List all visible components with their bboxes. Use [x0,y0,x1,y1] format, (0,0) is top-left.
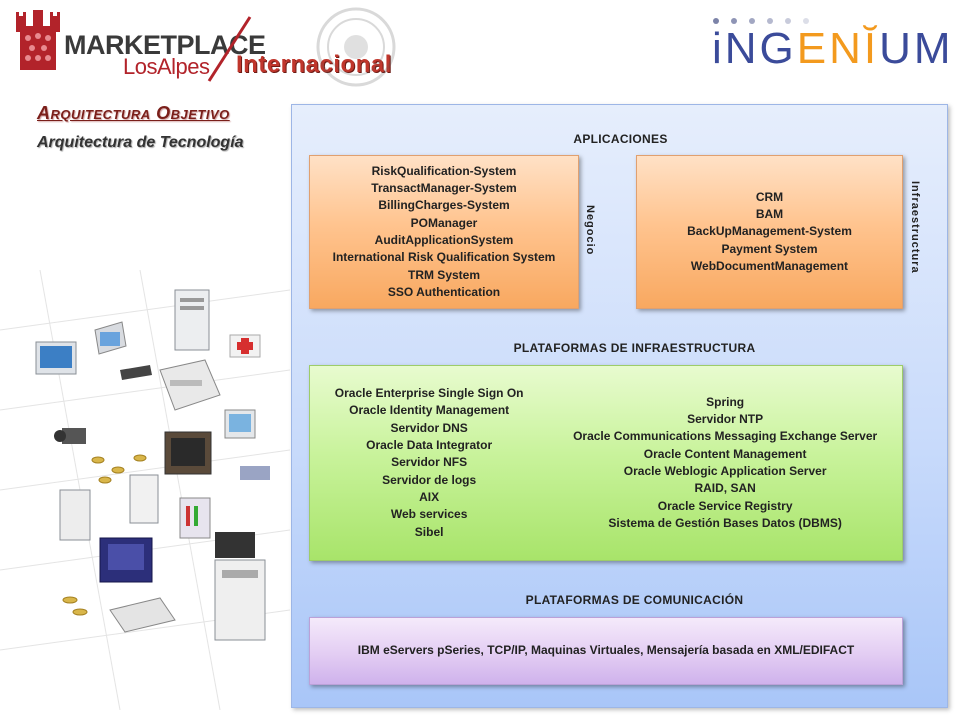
platform-item: Servidor NFS [391,455,468,470]
platform-item: Servidor DNS [390,420,468,435]
platform-item: Oracle Communications Messaging Exchange… [573,429,878,444]
communication-platforms-box: IBM eServers pSeries, TCP/IP, Maquinas V… [309,617,903,685]
section-title-plataformas-infraestructura: PLATAFORMAS DE INFRAESTRUCTURA [513,341,756,355]
infrastructure-platforms-box: Oracle Enterprise Single Sign On Oracle … [309,365,903,561]
infraestructura-label: Infraestructura [909,181,921,274]
seal-watermark-icon [316,7,396,87]
infra-item: BAM [755,207,784,222]
infra-item: Payment System [721,241,818,256]
platform-item: AIX [419,489,440,504]
platform-item: Sistema de Gestión Bases Datos (DBMS) [608,515,842,530]
platform-item: RAID, SAN [694,481,756,496]
platform-item: Oracle Service Registry [657,498,793,513]
platform-item: Oracle Weblogic Application Server [623,464,827,478]
marketplace-subtitle: LosAlpes [123,54,210,79]
platform-item: Oracle Content Management [643,446,807,461]
platform-item: Servidor de logs [382,472,477,487]
ingenium-logo-part1: iNG [712,24,797,73]
page-subtitle: Arquitectura de Tecnología [37,134,244,151]
header: MARKETPLACE LosAlpes Internacional iNGEN… [0,0,960,95]
page-title: Arquitectura Objetivo [37,103,230,123]
platform-item: Servidor NTP [687,412,764,427]
infra-platforms-left-column: Oracle Enterprise Single Sign On Oracle … [335,385,524,541]
internacional-label: Internacional [236,51,392,78]
section-title-plataformas-comunicacion: PLATAFORMAS DE COMUNICACIÓN [525,593,744,607]
negocio-item: POManager [410,215,478,230]
negocio-applications-box: RiskQualification-System TransactManager… [309,155,579,309]
infra-item: BackUpManagement-System [687,224,852,239]
negocio-item: RiskQualification-System [371,163,517,178]
platform-item: Oracle Identity Management [349,403,510,418]
platform-item: Sibel [414,524,444,539]
infra-item: WebDocumentManagement [690,258,849,273]
negocio-item: International Risk Qualification System [332,250,556,265]
architecture-panel: APLICACIONES RiskQualification-System Tr… [291,104,948,708]
communication-platforms-text: IBM eServers pSeries, TCP/IP, Maquinas V… [357,643,855,658]
infra-item: CRM [755,189,784,204]
infra-platforms-right-column: Spring Servidor NTP Oracle Communication… [573,394,877,532]
castle-logo-icon [16,10,60,70]
ingenium-logo-part2: ENĬ [796,24,880,73]
ingenium-logo-part3: UM [879,24,954,73]
platform-item: Web services [390,507,468,522]
negocio-item: TRM System [407,267,481,282]
negocio-item: TransactManager-System [371,181,517,196]
negocio-label: Negocio [584,205,596,256]
negocio-item: BillingCharges-System [378,198,510,213]
ingenium-dots-icon [713,18,809,24]
platform-item: Spring [706,394,745,409]
infraestructura-applications-box: CRM BAM BackUpManagement-System Payment … [636,155,903,309]
computer-equipment-illustration [0,270,290,710]
section-title-aplicaciones: APLICACIONES [573,132,668,146]
negocio-item: AuditApplicationSystem [374,233,514,247]
ingenium-logo: iNGENĬUM [712,24,954,74]
negocio-item: SSO Authentication [387,284,501,299]
divider-slash [207,16,252,82]
platform-item: Oracle Enterprise Single Sign On [334,386,524,401]
platform-item: Oracle Data Integrator [366,438,493,453]
